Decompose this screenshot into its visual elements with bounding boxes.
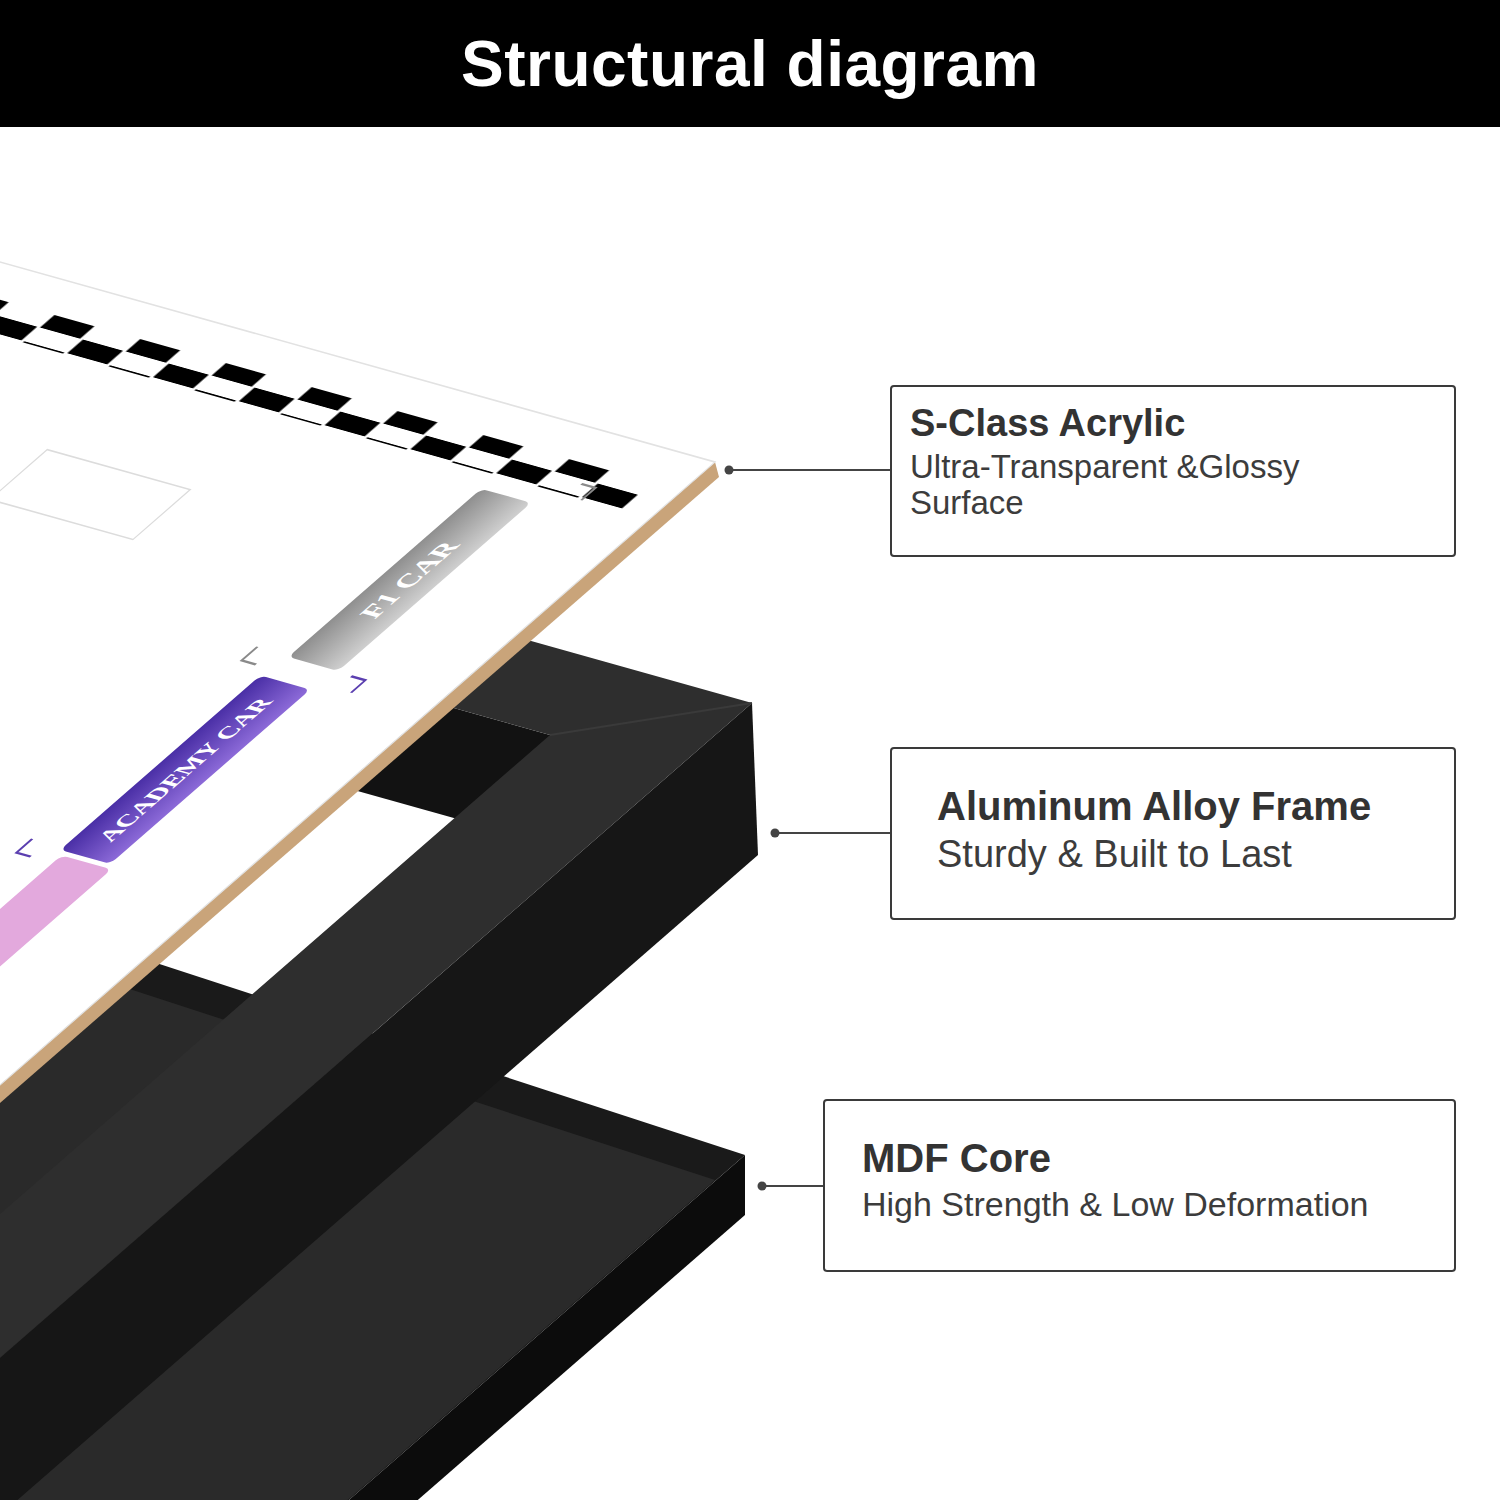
poster-box-outline xyxy=(0,450,190,540)
title-band: Structural diagram xyxy=(0,0,1500,127)
title: Structural diagram xyxy=(461,27,1039,101)
callout-heading: MDF Core xyxy=(862,1134,1442,1182)
leader-dot xyxy=(725,466,734,475)
callout-box: MDF CoreHigh Strength & Low Deformation xyxy=(823,1099,1456,1272)
crop-mark xyxy=(567,484,596,500)
crop-mark xyxy=(242,647,272,665)
leader-dot xyxy=(771,829,780,838)
callout-box: S-Class AcrylicUltra-Transparent &Glossy… xyxy=(890,385,1456,557)
leader-line xyxy=(775,832,890,834)
poster-badge xyxy=(60,676,310,864)
acrylic-sheet xyxy=(0,222,715,1085)
poster-badge xyxy=(0,855,112,1019)
callout-heading: S-Class Acrylic xyxy=(910,401,1442,447)
crop-mark xyxy=(337,676,366,692)
poster-label: F1 CAR xyxy=(353,539,466,621)
callout-text: Sturdy & Built to Last xyxy=(937,834,1437,876)
leader-line xyxy=(762,1185,823,1187)
poster-badge xyxy=(288,489,531,671)
callout-box: Aluminum Alloy FrameSturdy & Built to La… xyxy=(890,747,1456,920)
poster-label: ACADEMY CAR xyxy=(92,695,279,844)
callout-text: Ultra-Transparent &Glossy Surface xyxy=(910,449,1370,522)
leader-dot xyxy=(758,1182,767,1191)
leader-line xyxy=(729,469,890,471)
checker-stripe xyxy=(0,291,654,510)
frame-mitre-line xyxy=(550,703,752,735)
crop-mark xyxy=(16,839,46,857)
callout-text: High Strength & Low Deformation xyxy=(862,1186,1442,1223)
callout-heading: Aluminum Alloy Frame xyxy=(937,782,1442,830)
